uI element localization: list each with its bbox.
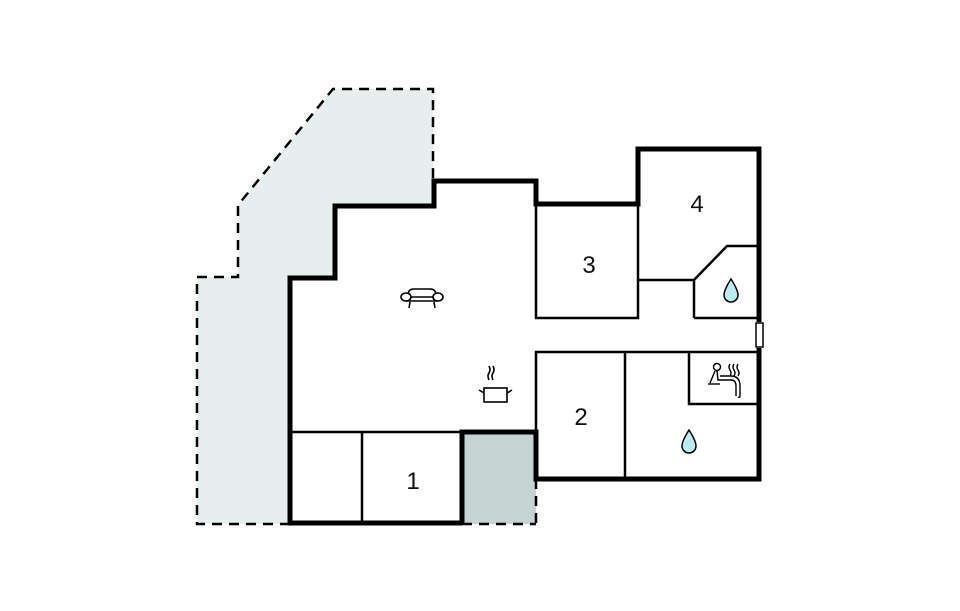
interior-walls bbox=[290, 204, 759, 523]
sauna-icon bbox=[708, 362, 741, 399]
water-drop-icon bbox=[681, 428, 697, 454]
cooking-pot-icon bbox=[478, 365, 513, 403]
door-marker bbox=[755, 322, 764, 348]
room-label-4: 4 bbox=[690, 191, 704, 218]
room-label-2: 2 bbox=[574, 404, 588, 431]
water-drop-icon bbox=[723, 277, 739, 303]
terrace-dashed-outline bbox=[195, 87, 435, 526]
room-label-1: 1 bbox=[406, 468, 420, 495]
exterior-walls bbox=[287, 146, 762, 526]
room-label-3: 3 bbox=[582, 252, 596, 279]
storage-area bbox=[462, 432, 536, 524]
sofa-icon bbox=[400, 288, 444, 309]
building-interior bbox=[290, 149, 759, 523]
terrace-area bbox=[197, 89, 434, 524]
